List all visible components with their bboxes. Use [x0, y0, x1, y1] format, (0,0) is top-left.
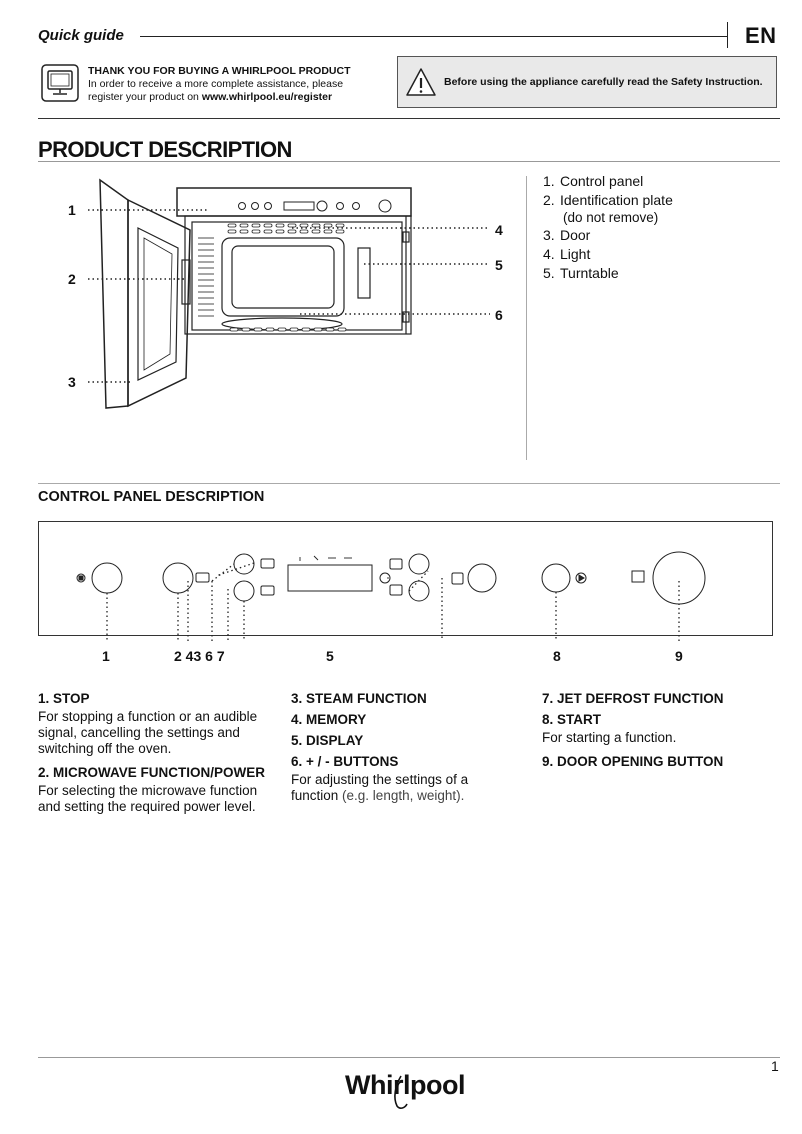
- safety-warning-box: [397, 56, 777, 108]
- panel-callout-5: 5: [326, 648, 334, 664]
- language-code: EN: [745, 23, 777, 48]
- callout-1: 1: [68, 202, 76, 218]
- warning-triangle-icon: [406, 68, 436, 96]
- legend-item: 2.Identification plate: [543, 192, 673, 208]
- product-description-title: PRODUCT DESCRIPTION: [38, 137, 292, 162]
- display: [287, 564, 373, 592]
- panel-callout-8: 8: [553, 648, 561, 664]
- control-heading: 7. JET DEFROST FUNCTION: [542, 691, 724, 706]
- header-rule: [140, 36, 728, 37]
- control-description: For stopping a function or an audible si…: [38, 709, 258, 756]
- control-heading: 5. DISPLAY: [291, 733, 364, 748]
- control-panel-diagram: [76, 551, 706, 641]
- panel-callout-1: 1: [102, 648, 110, 664]
- stop-icon: [76, 573, 86, 583]
- steam-button: [233, 553, 255, 575]
- controls-column-2: 3. STEAM FUNCTION 4. MEMORY 5. DISPLAY 6…: [291, 688, 511, 809]
- legend-item-note: (do not remove): [563, 210, 659, 225]
- callout-6: 6: [495, 307, 503, 323]
- footer-rule: [38, 1057, 780, 1058]
- legend-item: 4.Light: [543, 246, 591, 262]
- header-tick: [727, 22, 728, 48]
- registration-title: THANK YOU FOR BUYING A WHIRLPOOL PRODUCT: [88, 65, 351, 77]
- control-panel-frame: [38, 521, 773, 636]
- panel-callout-9: 9: [675, 648, 683, 664]
- callout-2: 2: [68, 271, 76, 287]
- panel-callout-group: 2 43 6 7: [174, 648, 225, 664]
- section-divider: [38, 118, 780, 119]
- control-description: For adjusting the settings of a function…: [291, 772, 469, 803]
- control-heading: 3. STEAM FUNCTION: [291, 691, 427, 706]
- control-description: For selecting the microwave function and…: [38, 783, 258, 814]
- registration-text: THANK YOU FOR BUYING A WHIRLPOOL PRODUCT…: [88, 65, 351, 104]
- registration-line-url: register your product on www.whirlpool.e…: [88, 91, 333, 103]
- control-heading: 6. + / - BUTTONS: [291, 754, 399, 769]
- registration-line: In order to receive a more complete assi…: [88, 78, 344, 90]
- microwave-button: [162, 562, 194, 594]
- stop-button: [91, 562, 123, 594]
- brand-wordmark: Whirlpool: [345, 1070, 465, 1100]
- control-heading: 2. MICROWAVE FUNCTION/POWER: [38, 765, 266, 780]
- callout-5: 5: [495, 257, 503, 273]
- column-divider: [526, 176, 527, 460]
- control-description: For starting a function.: [542, 730, 677, 745]
- whirlpool-logo: Whirlpool: [345, 1064, 475, 1112]
- controls-column-3: 7. JET DEFROST FUNCTION 8. START For sta…: [542, 688, 782, 772]
- callout-3: 3: [68, 374, 76, 390]
- legend-item: 1.Control panel: [543, 173, 644, 189]
- page-number: 1: [771, 1058, 779, 1074]
- title-underline: [38, 161, 780, 162]
- whirlpool-swirl-icon: [394, 1075, 408, 1109]
- control-heading: 1. STOP: [38, 691, 90, 706]
- microwave-diagram: [88, 178, 490, 409]
- safety-warning-text: Before using the appliance carefully rea…: [444, 76, 763, 88]
- controls-column-1: 1. STOP For stopping a function or an au…: [38, 688, 278, 820]
- callout-4: 4: [495, 222, 503, 238]
- legend-item: 5.Turntable: [543, 265, 619, 281]
- control-heading: 8. START: [542, 712, 602, 727]
- quick-guide-label: Quick guide: [38, 27, 124, 44]
- section-divider: [38, 483, 780, 484]
- computer-monitor-icon: [41, 64, 79, 102]
- control-heading: 9. DOOR OPENING BUTTON: [542, 754, 724, 769]
- parts-legend: 1.Control panel 2.Identification plate (…: [543, 172, 673, 283]
- memory-button: [233, 580, 255, 602]
- legend-item: 3.Door: [543, 227, 591, 243]
- registration-url[interactable]: www.whirlpool.eu/register: [201, 91, 333, 103]
- control-panel-title: CONTROL PANEL DESCRIPTION: [38, 489, 265, 505]
- control-heading: 4. MEMORY: [291, 712, 367, 727]
